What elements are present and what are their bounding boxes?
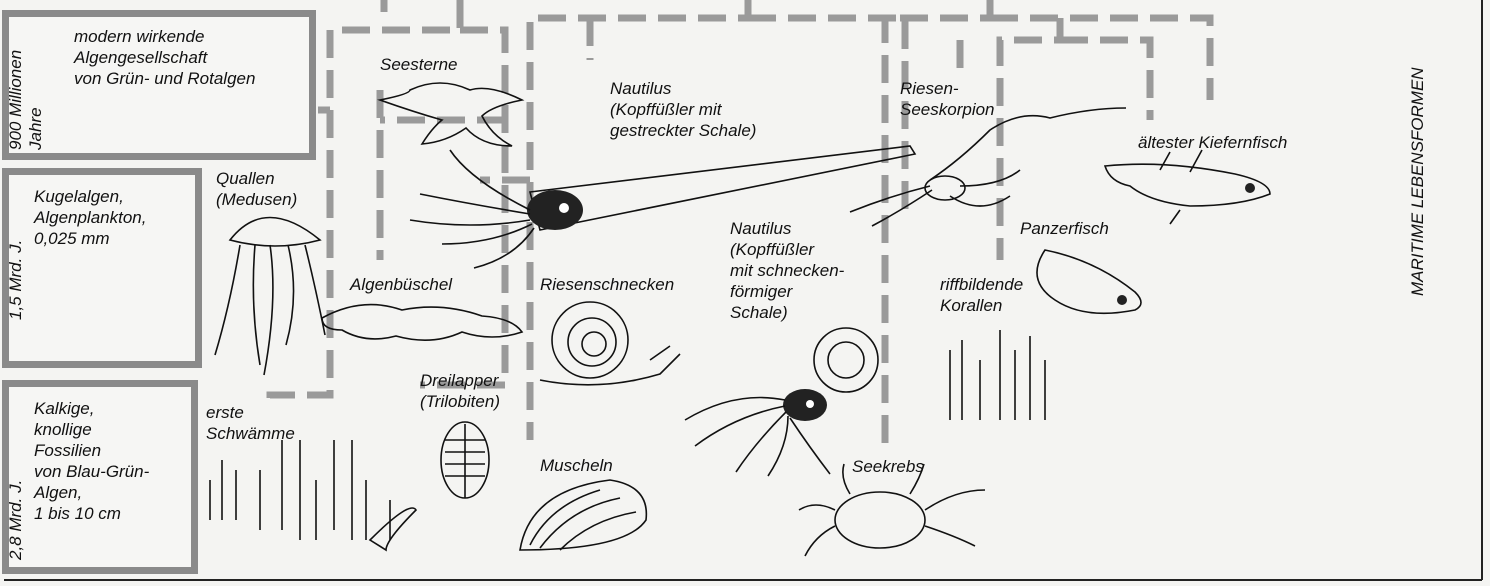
- trilobite-drawing: [441, 422, 489, 498]
- crab-drawing: [799, 464, 985, 556]
- label-quallen: Quallen (Medusen): [216, 168, 297, 210]
- era-text-2-8-mrd: Kalkige, knollige Fossilien von Blau-Grü…: [34, 398, 149, 524]
- era-text-1-5-mrd: Kugelalgen, Algenplankton, 0,025 mm: [34, 186, 146, 249]
- label-nautilus-schnecke: Nautilus (Kopffüßler mit schnecken- förm…: [730, 218, 844, 323]
- label-dreilapper: Dreilapper (Trilobiten): [420, 370, 500, 412]
- label-muscheln: Muscheln: [540, 455, 613, 476]
- label-algenbueschel: Algenbüschel: [350, 274, 452, 295]
- label-seeskorpion: Riesen- Seeskorpion: [900, 78, 995, 120]
- algae-bush-drawing: [322, 305, 522, 341]
- coiled-nautilus-drawing: [685, 328, 878, 476]
- armoured-fish-drawing: [1037, 250, 1141, 313]
- era-time-900-mio: 900 Millionen Jahre: [6, 10, 46, 150]
- sponges-drawing: [210, 440, 416, 550]
- giant-snail-drawing: [540, 302, 680, 385]
- corals-drawing: [950, 330, 1045, 420]
- label-seekrebs: Seekrebs: [852, 456, 924, 477]
- starfish-drawing: [380, 83, 522, 146]
- label-nautilus-gestreckt: Nautilus (Kopffüßler mit gestreckter Sch…: [610, 78, 756, 141]
- jaw-fish-drawing: [1105, 150, 1270, 224]
- jellyfish-drawing: [215, 218, 325, 376]
- label-schwaemme: erste Schwämme: [206, 402, 295, 444]
- page-title: MARITIME LEBENSFORMEN: [1408, 16, 1428, 296]
- sea-scorpion-drawing: [850, 108, 1126, 226]
- era-time-2-8-mrd: 2,8 Mrd. J.: [6, 390, 26, 560]
- mussel-drawing: [520, 480, 646, 550]
- label-riesenschnecken: Riesenschnecken: [540, 274, 674, 295]
- era-time-1-5-mrd: 1,5 Mrd. J.: [6, 180, 26, 320]
- label-seesterne: Seesterne: [380, 54, 458, 75]
- label-panzerfisch: Panzerfisch: [1020, 218, 1109, 239]
- label-kiefernfisch: ältester Kiefernfisch: [1138, 132, 1287, 153]
- label-korallen: riffbildende Korallen: [940, 274, 1023, 316]
- era-text-900-mio: modern wirkende Algengesellschaft von Gr…: [74, 26, 255, 89]
